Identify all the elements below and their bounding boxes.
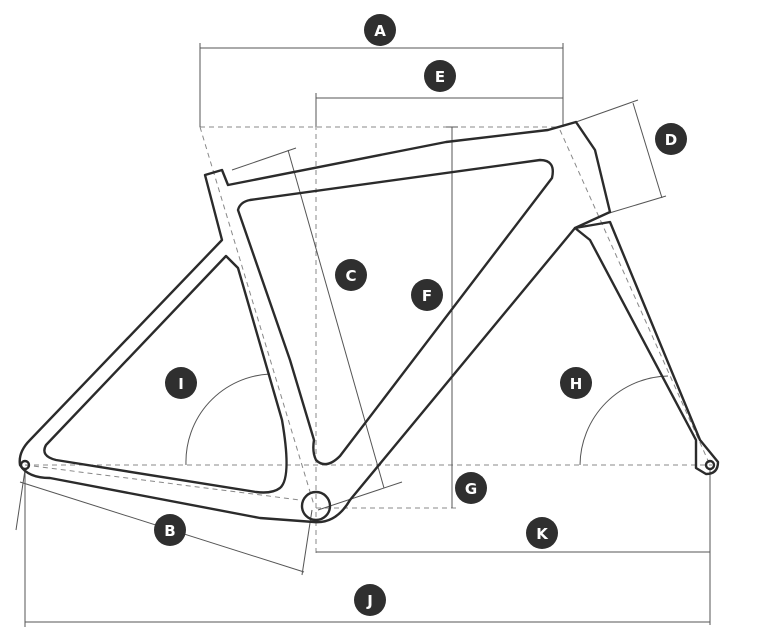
label-B: B: [164, 522, 175, 540]
badge-I: I: [165, 367, 197, 399]
label-E: E: [435, 68, 445, 86]
bottom-bracket: [300, 490, 332, 522]
label-G: G: [465, 480, 477, 498]
main-triangle-window: [236, 158, 554, 466]
rear-triangle-window: [43, 254, 288, 494]
badge-G: G: [455, 472, 487, 504]
label-F: F: [422, 287, 432, 305]
badge-J: J: [354, 584, 386, 616]
frame-outer-outline: [18, 120, 612, 524]
badge-F: F: [411, 279, 443, 311]
badge-B: B: [154, 514, 186, 546]
badge-E: E: [424, 60, 456, 92]
label-A: A: [374, 22, 386, 40]
label-H: H: [570, 375, 583, 393]
reference-lines: [24, 98, 712, 555]
label-K: K: [536, 525, 549, 543]
label-D: D: [665, 131, 677, 149]
front-dropout: [704, 459, 716, 471]
bike-frame: [18, 120, 720, 524]
dimension-lines: [15, 43, 711, 627]
badge-A: A: [364, 14, 396, 46]
badge-K: K: [526, 517, 558, 549]
badge-C: C: [335, 259, 367, 291]
badge-H: H: [560, 367, 592, 399]
badge-D: D: [655, 123, 687, 155]
rear-dropout: [19, 459, 31, 471]
label-C: C: [345, 267, 356, 285]
label-J: J: [366, 592, 373, 610]
fork: [573, 220, 720, 476]
label-I: I: [178, 375, 184, 393]
